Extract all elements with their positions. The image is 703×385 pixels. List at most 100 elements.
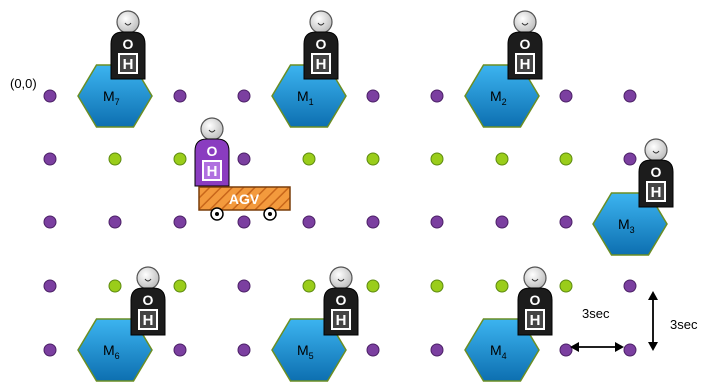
operator-bottom-letter: H (336, 312, 347, 329)
grid-node-green (366, 279, 380, 293)
grid-node-purple (366, 89, 380, 103)
operator-head (309, 10, 333, 34)
grid-node-purple (108, 215, 122, 229)
grid-node-purple (237, 215, 251, 229)
grid-node-green (430, 279, 444, 293)
operator-smile (337, 278, 345, 282)
operator-bottom-letter: H (316, 56, 327, 73)
grid-node-purple (623, 89, 637, 103)
operator-head (329, 266, 353, 290)
grid-node-purple (173, 89, 187, 103)
grid-node-green (495, 152, 509, 166)
grid-node-green (302, 279, 316, 293)
grid-node-green (495, 279, 509, 293)
vertical-time-arrow (648, 291, 658, 351)
grid-node-green (430, 152, 444, 166)
grid-node-purple (43, 343, 57, 357)
operator-near-m2: OH (507, 10, 543, 80)
machine-m1: M1 (271, 64, 347, 128)
vertical-time-label: 3sec (670, 317, 698, 332)
operator-bottom-letter: H (207, 163, 218, 180)
operator-smile (652, 150, 660, 154)
grid-node-purple (237, 89, 251, 103)
operator-badge (515, 53, 535, 74)
machine-hexagon (271, 64, 347, 128)
operator-top-letter: O (530, 292, 541, 308)
operator-badge (646, 181, 666, 202)
grid-node-green (366, 152, 380, 166)
grid-nodes (43, 89, 637, 357)
horizontal-time-arrow (570, 342, 624, 352)
operator-smile (317, 22, 325, 26)
operator-head (513, 10, 537, 34)
grid-node-purple (43, 152, 57, 166)
operator-on-agv: OH (194, 117, 230, 187)
operator-head (644, 138, 668, 162)
operator-head (136, 266, 160, 290)
operator-near-m4: OH (517, 266, 553, 336)
agv-wheel-right (263, 207, 277, 221)
grid-node-purple (366, 215, 380, 229)
operator-smile (124, 22, 132, 26)
operator-badge (118, 53, 138, 74)
operator-top-letter: O (316, 36, 327, 52)
operator-top-letter: O (123, 36, 134, 52)
operator-badge (202, 160, 222, 181)
operator-bottom-letter: H (123, 56, 134, 73)
operator-bottom-letter: H (530, 312, 541, 329)
operator-smile (208, 129, 216, 133)
operator-near-m5: OH (323, 266, 359, 336)
operator-bottom-letter: H (520, 56, 531, 73)
grid-node-purple (237, 343, 251, 357)
grid-node-purple (43, 215, 57, 229)
operator-bottom-letter: H (143, 312, 154, 329)
operator-head (200, 117, 224, 141)
grid-node-purple (623, 152, 637, 166)
grid-node-purple (623, 279, 637, 293)
agv-label: AGV (229, 191, 260, 207)
grid-node-green (108, 152, 122, 166)
agv: AGV (198, 186, 291, 221)
grid-node-purple (43, 89, 57, 103)
operator-top-letter: O (143, 292, 154, 308)
operator-badge (331, 309, 351, 330)
grid-node-green (173, 279, 187, 293)
operator-head (523, 266, 547, 290)
operator-near-m7: OH (110, 10, 146, 80)
origin-label: (0,0) (10, 76, 37, 91)
operator-smile (521, 22, 529, 26)
grid-node-purple (173, 343, 187, 357)
grid-node-purple (302, 215, 316, 229)
machine-hexagon (464, 64, 540, 128)
machine-m7: M7 (77, 64, 153, 128)
grid-node-green (173, 152, 187, 166)
grid-node-purple (173, 215, 187, 229)
operator-top-letter: O (651, 164, 662, 180)
grid-node-purple (430, 215, 444, 229)
grid-node-green (302, 152, 316, 166)
operator-badge (311, 53, 331, 74)
operator-smile (531, 278, 539, 282)
operator-near-m3: OH (638, 138, 674, 208)
operator-near-m1: OH (303, 10, 339, 80)
grid-node-green (559, 279, 573, 293)
operator-smile (144, 278, 152, 282)
horizontal-time-label: 3sec (582, 306, 610, 321)
machine-hexagon (77, 64, 153, 128)
grid-node-purple (559, 89, 573, 103)
operator-top-letter: O (207, 143, 218, 159)
grid-node-purple (559, 343, 573, 357)
grid-node-purple (430, 343, 444, 357)
operator-head (116, 10, 140, 34)
grid-node-green (108, 279, 122, 293)
agv-wheel-left (210, 207, 224, 221)
operator-badge (138, 309, 158, 330)
grid-node-purple (623, 343, 637, 357)
operator-top-letter: O (520, 36, 531, 52)
operator-top-letter: O (336, 292, 347, 308)
machine-m3: M3 (592, 192, 668, 256)
grid-node-purple (237, 152, 251, 166)
grid-node-purple (237, 279, 251, 293)
